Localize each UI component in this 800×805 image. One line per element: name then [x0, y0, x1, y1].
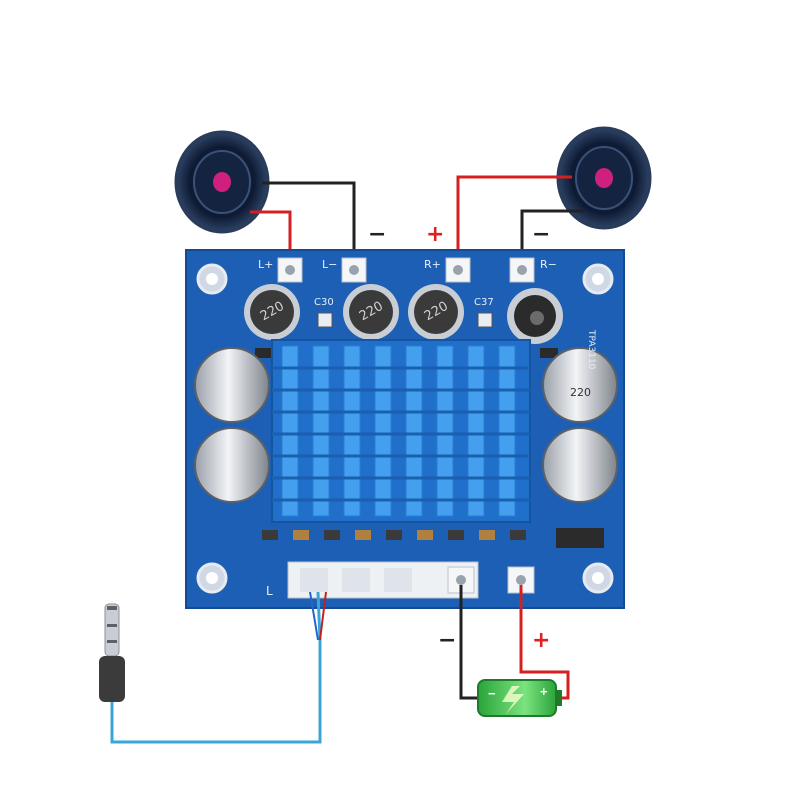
right-speaker-positive-sign: +	[426, 222, 445, 247]
smd-part	[262, 530, 278, 540]
smd-part	[417, 530, 433, 540]
heatsink-fin	[405, 345, 423, 517]
smd-part	[448, 530, 464, 540]
battery-negative-mark: −	[488, 686, 496, 701]
silk-board-id: TPA3110	[586, 330, 596, 370]
battery-positive-mark: +	[540, 684, 548, 699]
inductor-3	[408, 284, 464, 340]
left-speaker-black-wire	[262, 181, 356, 268]
smd-part	[355, 530, 371, 540]
inductor-4	[507, 288, 563, 344]
heatsink-fin	[312, 345, 330, 517]
audio-input-connector	[287, 561, 479, 599]
silk-left-minus: L−	[322, 258, 338, 271]
smd-part	[510, 530, 526, 540]
right-speaker-icon	[556, 126, 652, 230]
right-speaker-negative-sign: −	[532, 222, 551, 247]
heatsink	[271, 339, 531, 523]
smd-components	[255, 312, 558, 358]
capacitor-left-top	[194, 347, 270, 423]
left-speaker-icon	[174, 130, 270, 234]
heatsink-fin	[343, 345, 361, 517]
mounting-holes	[196, 263, 614, 594]
silk-left-plus: L+	[258, 258, 274, 271]
capacitor-right-top	[542, 347, 618, 423]
smd-part	[479, 530, 495, 540]
silk-right-plus: R+	[424, 258, 441, 271]
inductor-1	[244, 284, 300, 340]
smd-part	[324, 530, 340, 540]
audio-cable-red-2	[319, 591, 327, 641]
smd-part	[386, 530, 402, 540]
inductor-2	[343, 284, 399, 340]
heatsink-fin	[467, 345, 485, 517]
capacitor-marking: 220	[570, 386, 591, 399]
silk-input-l: L	[266, 584, 273, 598]
smd-part	[293, 530, 309, 540]
audio-cable-blue	[110, 591, 322, 744]
silk-c37: C37	[474, 297, 494, 308]
heatsink-fin	[498, 345, 516, 517]
battery-icon	[477, 679, 562, 717]
smd-row	[262, 530, 526, 540]
audio-cable-blue-2	[309, 591, 319, 641]
left-speaker-negative-sign: −	[368, 222, 387, 247]
power-negative-sign: −	[438, 628, 457, 653]
capacitor-left-bottom	[194, 427, 270, 503]
silk-right-minus: R−	[540, 258, 557, 271]
right-speaker-red-wire	[456, 175, 572, 268]
power-red-wire	[519, 585, 570, 700]
diode	[556, 528, 604, 548]
audio-jack-icon	[99, 603, 125, 702]
heatsink-fin	[374, 345, 392, 517]
heatsink-fin	[281, 345, 299, 517]
speaker-pads	[277, 257, 535, 283]
silk-c30: C30	[314, 297, 334, 308]
capacitor-right-bottom	[542, 427, 618, 503]
heatsink-fin	[436, 345, 454, 517]
power-positive-sign: +	[532, 628, 551, 653]
power-black-wire	[459, 585, 478, 700]
